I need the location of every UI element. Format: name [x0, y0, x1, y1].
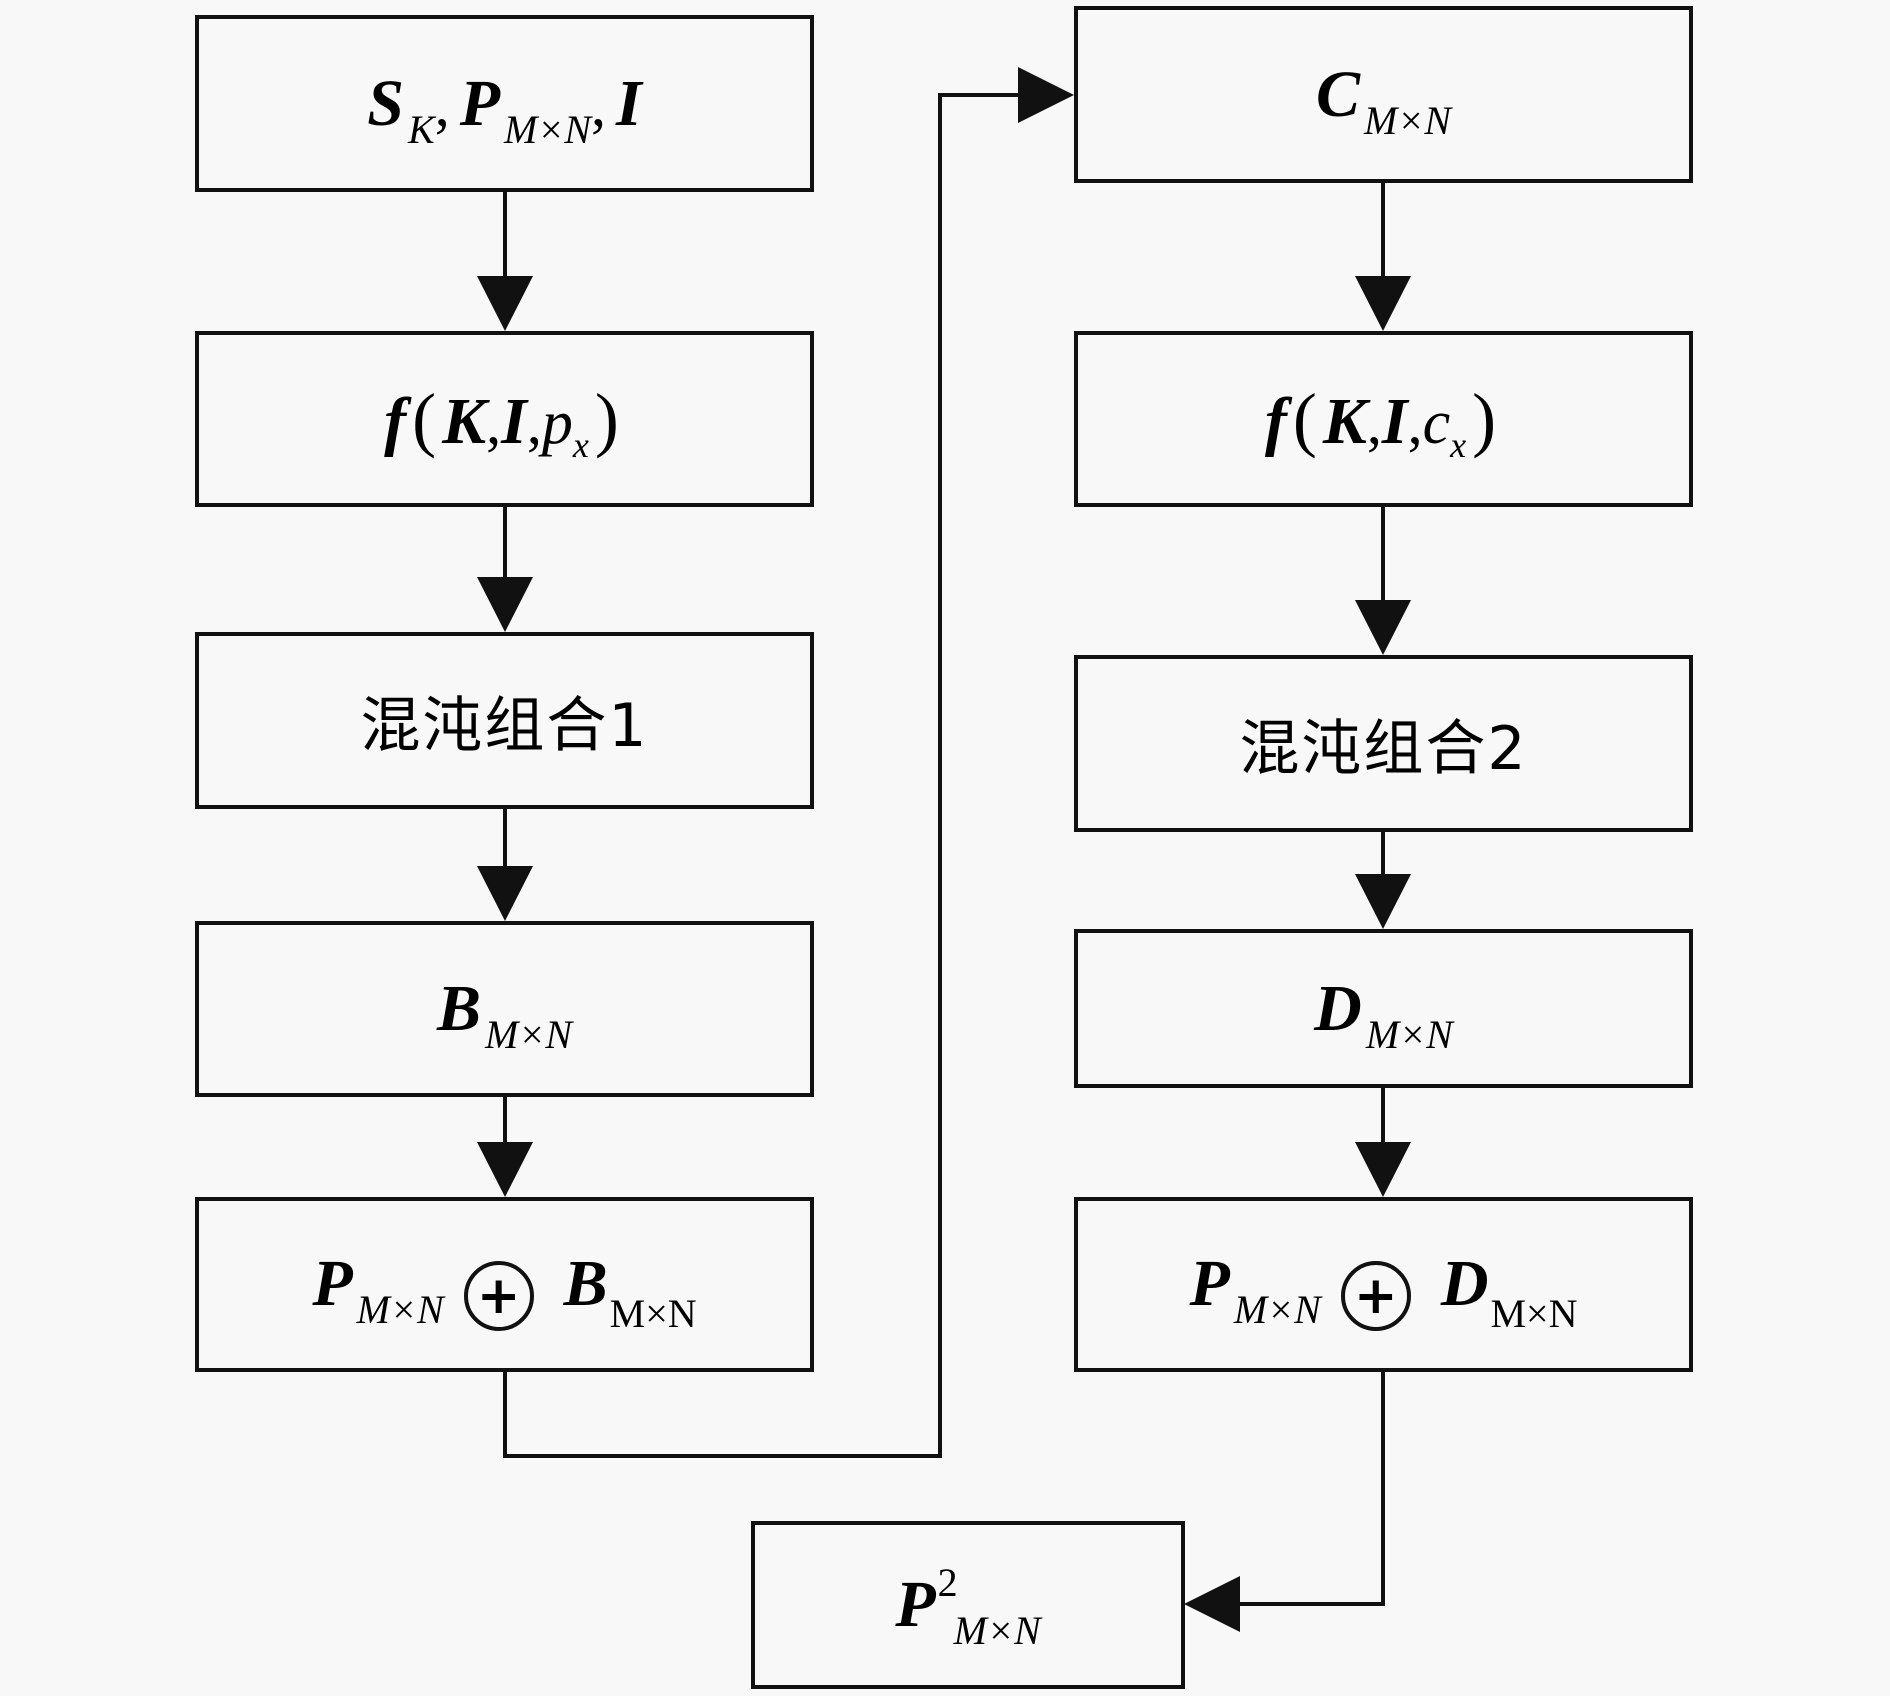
superscript: 2: [937, 1560, 958, 1605]
arrowhead-down-icon: [477, 276, 533, 331]
symbol-f: f: [384, 384, 407, 458]
symbol-B: B: [563, 1247, 608, 1320]
subscript: M×N: [356, 1287, 444, 1332]
symbol-P: P: [312, 1247, 353, 1320]
subscript: M×N: [485, 1012, 573, 1057]
separator: ,: [434, 71, 450, 138]
subscript: M×N: [504, 106, 592, 152]
symbol-B: B: [436, 972, 482, 1045]
symbol-I: I: [1381, 384, 1408, 458]
subscript: K: [408, 106, 435, 152]
symbol-p: p: [541, 388, 573, 457]
separator: ,: [1407, 389, 1423, 456]
separator: ,: [526, 389, 542, 456]
symbol-c: c: [1422, 388, 1451, 457]
arrowhead-down-icon: [1355, 600, 1411, 655]
symbol-K: K: [1322, 384, 1367, 458]
symbol-f: f: [1264, 384, 1287, 458]
subscript: x: [1450, 424, 1467, 465]
symbol-I: I: [616, 66, 642, 140]
edge-L5-R1: [503, 93, 1020, 1458]
node-L3-chaos-combination-1: 混沌组合1: [195, 632, 814, 809]
node-label: 混沌组合1: [360, 691, 649, 761]
symbol-P: P: [459, 66, 501, 140]
xor-operator-icon: +: [1340, 1261, 1411, 1331]
arrowhead-right-icon: [1018, 67, 1074, 123]
node-R3-chaos-combination-2: 混沌组合2: [1074, 655, 1693, 832]
symbol-P: P: [895, 1568, 936, 1641]
paren-close: ): [594, 378, 619, 459]
arrowhead-down-icon: [1355, 276, 1411, 331]
symbol-D: D: [1314, 971, 1362, 1045]
arrowhead-left-icon: [1184, 1576, 1240, 1632]
arrowhead-down-icon: [1355, 874, 1411, 929]
symbol-I: I: [501, 384, 527, 458]
symbol-D: D: [1440, 1247, 1489, 1320]
edge-R5-OUT: [1238, 1371, 1385, 1606]
symbol-K: K: [442, 384, 487, 458]
subscript: M×N: [1365, 1011, 1453, 1057]
subscript: M×N: [609, 1291, 697, 1336]
subscript: M×N: [1364, 97, 1452, 143]
subscript: x: [572, 424, 589, 465]
subscript: M×N: [1233, 1287, 1321, 1332]
paren-close: ): [1472, 378, 1497, 459]
paren-open: (: [412, 378, 437, 459]
arrowhead-down-icon: [477, 866, 533, 921]
subscript: M×N: [1490, 1291, 1578, 1336]
symbol-C: C: [1315, 57, 1361, 131]
subscript: M×N: [953, 1608, 1041, 1653]
symbol-S: S: [367, 66, 404, 140]
separator: ,: [1366, 389, 1382, 456]
xor-operator-icon: +: [463, 1261, 534, 1331]
paren-open: (: [1292, 378, 1317, 459]
node-label: 混沌组合2: [1239, 714, 1528, 784]
symbol-P: P: [1189, 1247, 1230, 1320]
separator: ,: [591, 71, 607, 138]
arrowhead-down-icon: [477, 1142, 533, 1197]
arrowhead-down-icon: [1355, 1142, 1411, 1197]
separator: ,: [486, 389, 502, 456]
arrowhead-down-icon: [477, 577, 533, 632]
